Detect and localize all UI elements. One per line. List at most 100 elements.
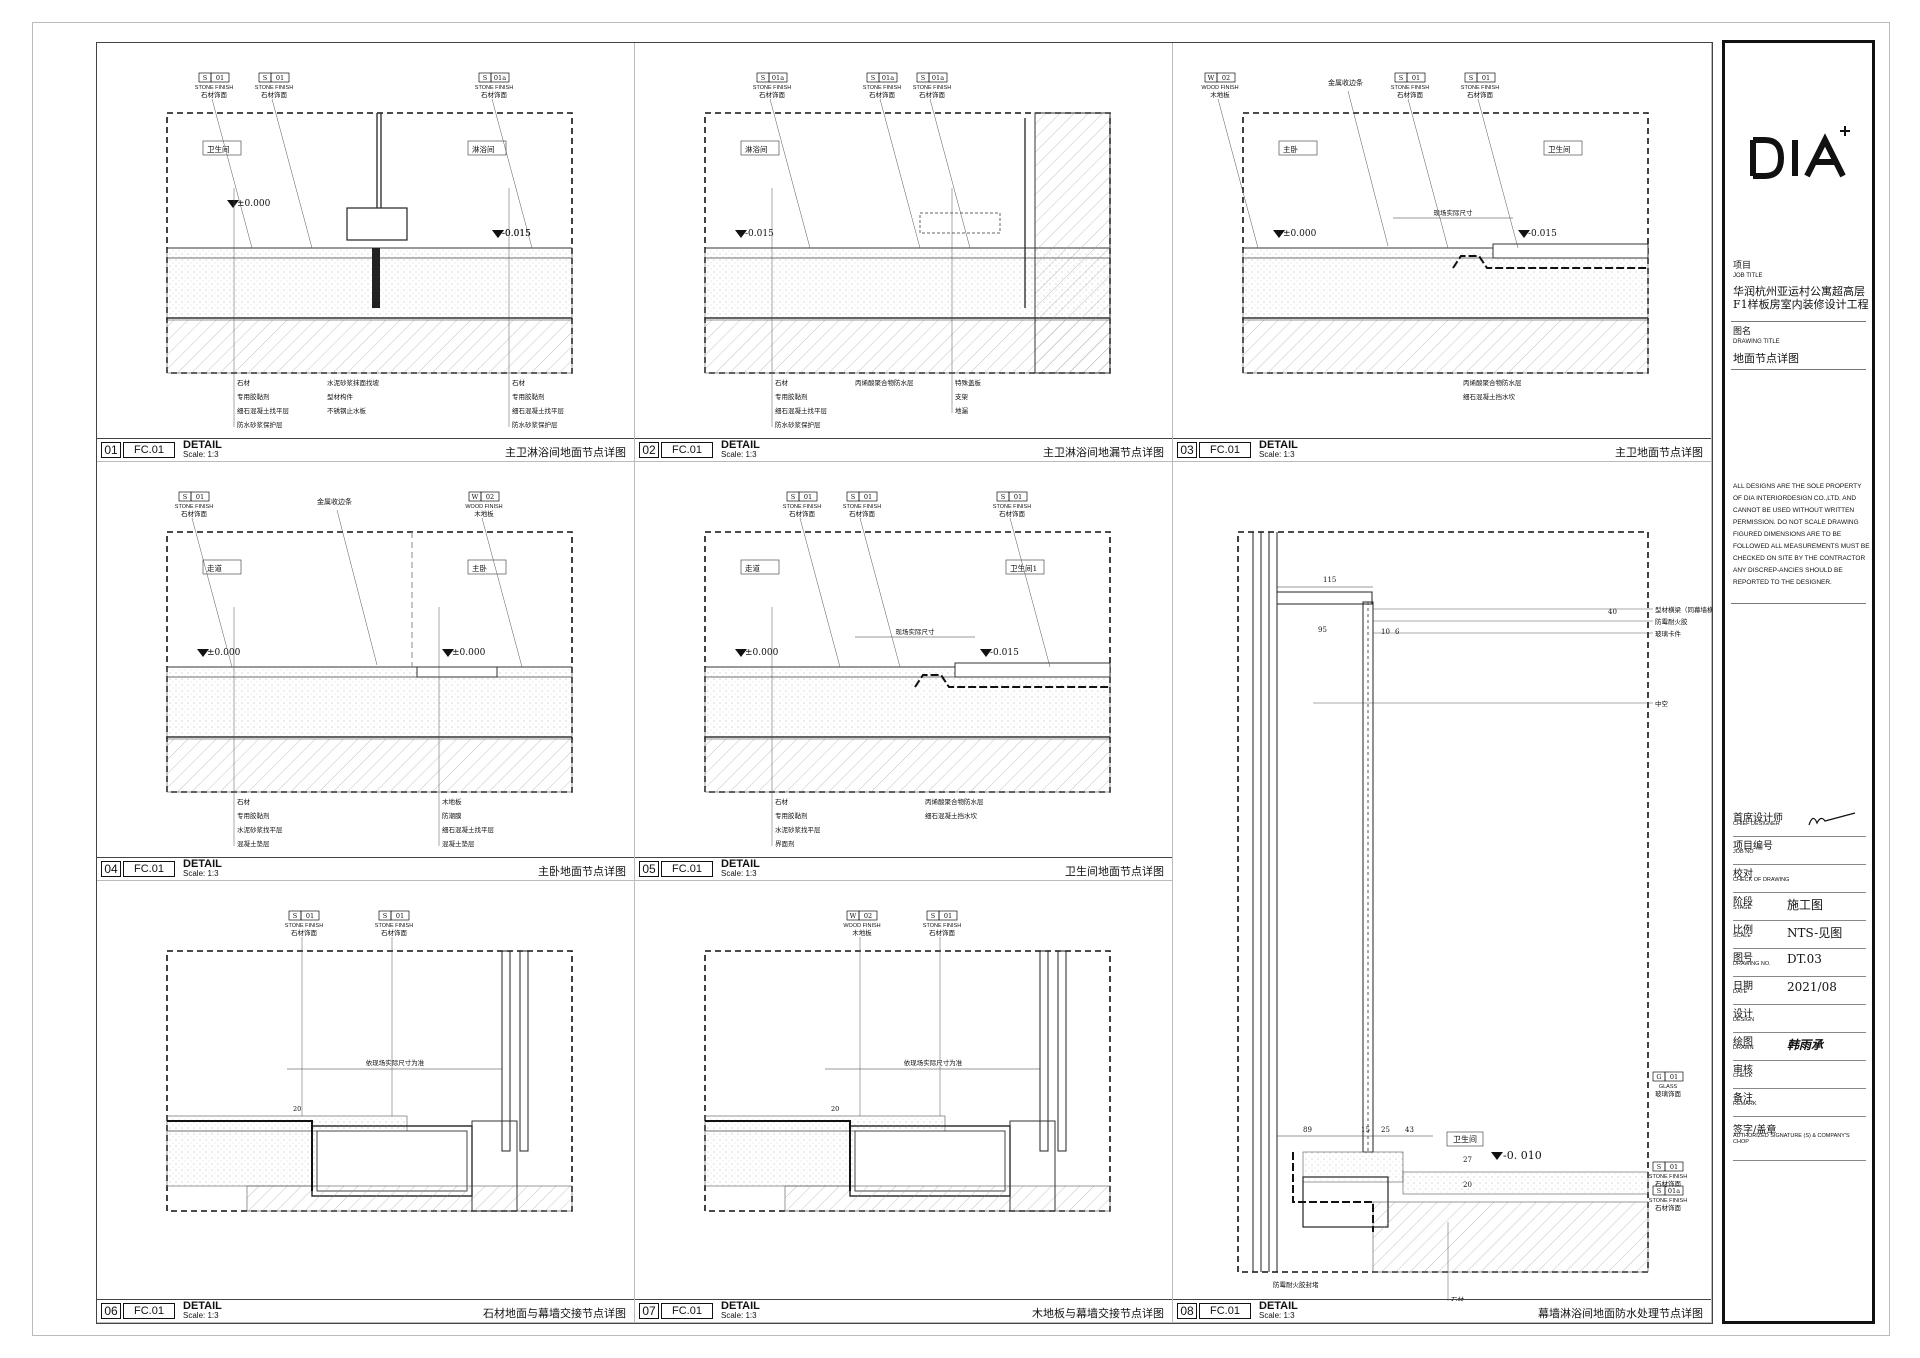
tag-code: S: [851, 493, 855, 501]
level-mark-0: -0. 010: [1503, 1149, 1542, 1162]
room-label-1: 卫生间: [1548, 144, 1571, 154]
tag-code: S: [1399, 74, 1403, 82]
tag-code: S: [1469, 74, 1473, 82]
note-left-1: 专用胶黏剂: [775, 392, 808, 401]
panel-title: 石材地面与幕墙交接节点详图: [483, 1307, 626, 1320]
field-label: 绘图: [1733, 1037, 1753, 1048]
tag-code: S: [483, 74, 487, 82]
dimension-note: 依现场实际尺寸为准: [366, 1058, 425, 1067]
panel-title: 主卫淋浴间地面节点详图: [505, 446, 626, 459]
detail-frame: [704, 531, 1111, 793]
detail-frame: [1237, 531, 1649, 1273]
note-left-2: 细石混凝土找平层: [237, 406, 290, 415]
drawing-sheet: [32, 22, 1890, 1336]
field-label-en: CHIEF DESIGNER: [1733, 821, 1780, 827]
level-mark-0: ±0.000: [1283, 229, 1317, 239]
callout-label: 金属收边条: [1328, 78, 1363, 87]
note-right-3: 混凝土垫层: [442, 839, 475, 848]
detail-frame: [166, 112, 573, 374]
tag-code: W: [850, 912, 857, 920]
panel-title: 主卫地面节点详图: [1615, 446, 1703, 459]
detail-frame: [166, 531, 573, 793]
level-mark-1: -0.015: [1528, 229, 1557, 239]
tag-en: GLASS: [1659, 1084, 1678, 1090]
tag-zh: 石材饰面: [999, 509, 1026, 518]
field-label-en: JOB NO: [1733, 849, 1754, 855]
tag-zh: 石材饰面: [481, 90, 508, 99]
waterproof-line: [914, 674, 1110, 688]
tag-code: S: [791, 493, 795, 501]
dimension-5: 89: [1303, 1126, 1312, 1134]
panel-sheet-code: FC.01: [661, 1303, 713, 1319]
tag-en: STONE FINISH: [1391, 85, 1429, 91]
field-value: DT.03: [1787, 952, 1822, 966]
room-label-0: 淋浴间: [745, 144, 768, 154]
waterproof-line: [1452, 255, 1648, 269]
dia-logo-icon: [1750, 126, 1850, 179]
tag-en: WOOD FINISH: [1201, 85, 1238, 91]
note-left-3: 界面剂: [775, 839, 795, 848]
panel-scale: Scale: 1:3: [1259, 450, 1295, 459]
note-mid-1: 型材构件: [327, 392, 354, 401]
tag-num: 01: [944, 912, 952, 920]
field-label-en: DRAWING NO.: [1733, 961, 1771, 967]
panel-scale: Scale: 1:3: [721, 869, 757, 878]
tag-en: STONE FINISH: [923, 923, 961, 929]
dimension-1: 40: [1608, 608, 1617, 616]
tag-en: STONE FINISH: [1649, 1198, 1687, 1204]
tag-en: STONE FINISH: [475, 85, 513, 91]
tag-en: STONE FINISH: [375, 923, 413, 929]
glass-pane: [501, 950, 511, 1152]
drain-slot: [372, 248, 380, 308]
membrane-line: [705, 1120, 851, 1191]
level-mark-1: -0.015: [990, 648, 1019, 658]
tag-code: S: [203, 74, 207, 82]
note-left-2: 水泥砂浆找平层: [237, 825, 283, 834]
field-label: 签字/盖章: [1733, 1125, 1777, 1136]
dimension-4: 6: [1395, 628, 1400, 636]
tag-en: STONE FINISH: [863, 85, 901, 91]
panel-number: 08: [1177, 1303, 1197, 1319]
room-label-0: 走道: [745, 563, 760, 573]
panel-sheet-code: FC.01: [1199, 442, 1251, 458]
tag-code: S: [183, 493, 187, 501]
membrane-line: [167, 1120, 313, 1191]
tag-en: WOOD FINISH: [843, 923, 880, 929]
level-triangle-0: [735, 649, 747, 657]
tag-en: STONE FINISH: [993, 504, 1031, 510]
tag-zh: 玻璃饰面: [1655, 1089, 1682, 1098]
note-right-0: 石材: [512, 378, 526, 387]
note-left-1: 专用胶黏剂: [775, 811, 808, 820]
tag-num: 01: [396, 912, 404, 920]
note-mid-0: 水泥砂浆抹面找坡: [327, 378, 380, 387]
panel-title: 主卧地面节点详图: [538, 865, 626, 878]
drawing-name: 地面节点详图: [1733, 352, 1799, 365]
field-value: 施工图: [1787, 898, 1824, 912]
dimension-0: 20: [831, 1105, 839, 1113]
note-left-1: 专用胶黏剂: [237, 811, 270, 820]
tag-num: 02: [1222, 74, 1230, 82]
glass-pane: [1362, 601, 1374, 1153]
level-triangle-1: [442, 649, 454, 657]
tag-zh: 石材饰面: [869, 90, 896, 99]
project-name: 华润杭州亚运村公寓超高层F1样板房室内装修设计工程: [1733, 285, 1869, 311]
panel-number: 06: [101, 1303, 121, 1319]
tag-num: 01: [1670, 1163, 1678, 1171]
level-triangle-2: [492, 230, 504, 238]
mullion-profile: [1276, 591, 1373, 605]
panel-detail-label: DETAIL: [183, 439, 222, 451]
tag-zh: 石材饰面: [1467, 90, 1494, 99]
